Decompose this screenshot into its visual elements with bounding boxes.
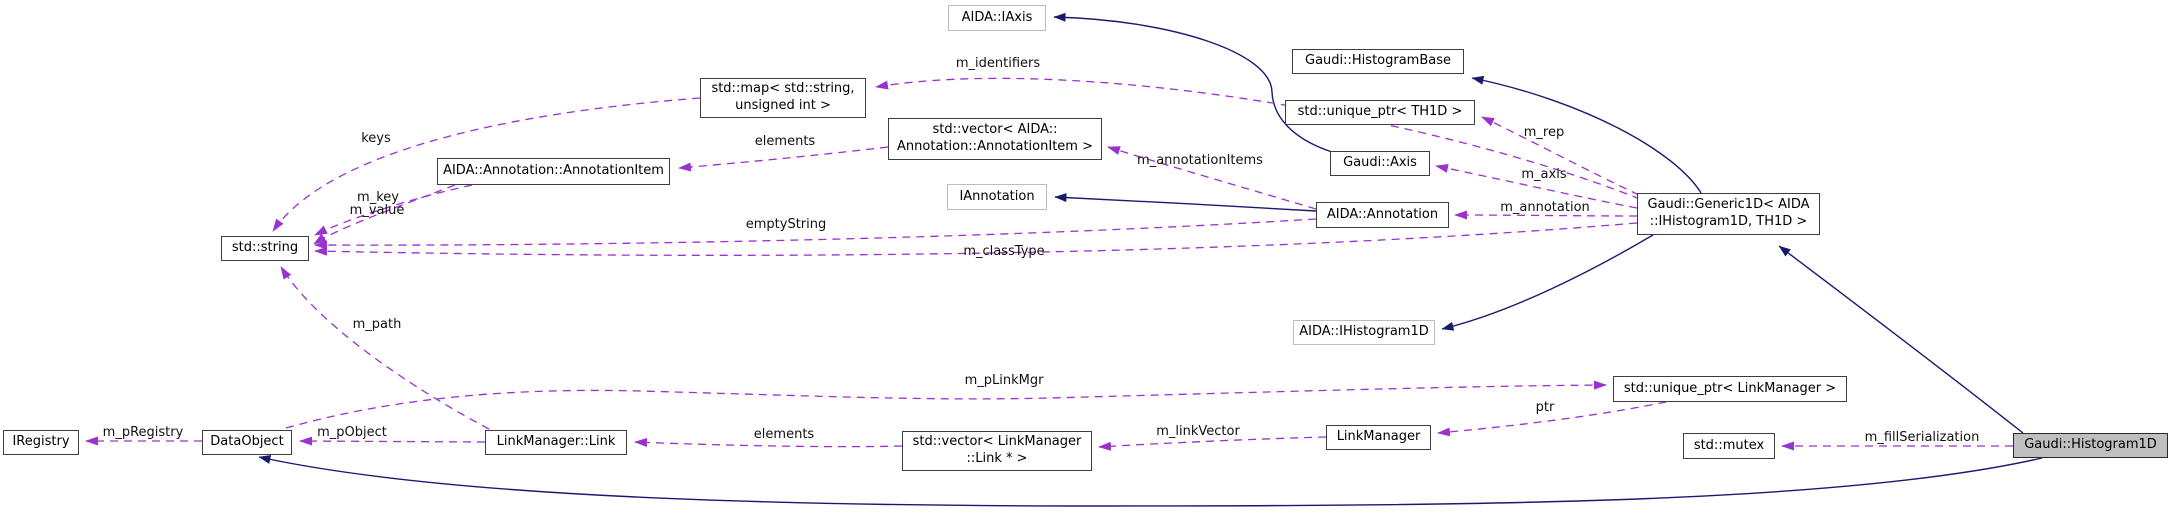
edge-histogram1d-to-generic1d: [1778, 245, 2024, 434]
edge-label-m-annotationitems: m_annotationItems: [1137, 152, 1263, 168]
edge-m-path: [280, 266, 490, 430]
node-label: AIDA::IHistogram1D: [1299, 324, 1429, 340]
edge-m-annotation: [1454, 210, 1638, 220]
node-std-string[interactable]: std::string: [221, 236, 309, 261]
edge-label-m-linkvector: m_linkVector: [1156, 423, 1240, 439]
node-label: AIDA::Annotation::AnnotationItem: [443, 163, 664, 179]
edge-label-m-rep: m_rep: [1523, 124, 1565, 140]
node-label: AIDA::IAxis: [961, 9, 1033, 25]
edge-m-axis: [1435, 163, 1638, 209]
node-label: IRegistry: [12, 434, 70, 450]
node-label: std::map< std::string, unsigned int >: [711, 81, 855, 113]
node-std-unique-ptr-linkmanager[interactable]: std::unique_ptr< LinkManager >: [1613, 376, 1847, 402]
edge-keys: [272, 97, 701, 232]
edge-label-emptystring: emptyString: [745, 216, 827, 232]
node-label: std::vector< LinkManager ::Link * >: [912, 434, 1082, 466]
edge-label-m-annotation: m_annotation: [1500, 199, 1590, 215]
node-gaudi-axis[interactable]: Gaudi::Axis: [1330, 151, 1430, 176]
node-label: LinkManager::Link: [496, 434, 616, 450]
node-iannotation: IAnnotation: [947, 184, 1047, 210]
edge-histogram1d-to-dataobject: [258, 455, 2043, 507]
edge-m-plinkmgr: [285, 380, 1607, 429]
node-linkmanager[interactable]: LinkManager: [1326, 425, 1431, 450]
edge-m-identifiers: [875, 77, 1641, 200]
node-aida-ihistogram1d: AIDA::IHistogram1D: [1293, 320, 1435, 345]
edge-m-annotationitems: [1107, 146, 1317, 210]
node-gaudi-histogrambase[interactable]: Gaudi::HistogramBase: [1292, 49, 1464, 74]
edge-label-elements-bottom: elements: [753, 426, 815, 442]
edge-ptr: [1437, 401, 1667, 437]
edge-label-m-path: m_path: [352, 316, 402, 332]
node-dataobject[interactable]: DataObject: [202, 430, 292, 455]
edge-label-m-identifiers: m_identifiers: [955, 55, 1041, 71]
node-label: std::unique_ptr< LinkManager >: [1623, 380, 1837, 396]
edge-m-value: [313, 184, 456, 245]
edge-label-ptr: ptr: [1535, 399, 1555, 415]
node-iregistry[interactable]: IRegistry: [3, 430, 79, 455]
edge-m-linkvector: [1098, 436, 1327, 451]
node-label: std::string: [231, 240, 299, 256]
node-aida-annotation[interactable]: AIDA::Annotation: [1316, 202, 1449, 228]
edge-m-rep: [1481, 116, 1640, 196]
edge-label-m-value: m_value: [349, 202, 405, 218]
node-std-mutex[interactable]: std::mutex: [1683, 433, 1775, 459]
edge-m-classtype: [314, 222, 1638, 256]
node-label: Gaudi::Generic1D< AIDA ::IHistogram1D, T…: [1647, 197, 1810, 229]
edge-generic1d-to-histogrambase: [1471, 75, 1702, 194]
node-label: std::vector< AIDA:: Annotation::Annotati…: [897, 122, 1093, 154]
edge-label-m-axis: m_axis: [1521, 166, 1567, 182]
node-std-vector-link[interactable]: std::vector< LinkManager ::Link * >: [902, 431, 1092, 471]
edge-label-m-pregistry: m_pRegistry: [102, 424, 184, 440]
node-std-unique-ptr-th1d[interactable]: std::unique_ptr< TH1D >: [1285, 100, 1475, 125]
node-linkmanager-link[interactable]: LinkManager::Link: [485, 430, 627, 455]
node-label: LinkManager: [1336, 429, 1421, 445]
node-label: IAnnotation: [959, 188, 1035, 204]
node-label: std::unique_ptr< TH1D >: [1297, 104, 1463, 120]
edge-label-m-classtype: m_classType: [963, 243, 1045, 259]
node-std-map[interactable]: std::map< std::string, unsigned int >: [700, 78, 866, 118]
node-label: AIDA::Annotation: [1326, 206, 1439, 222]
edge-label-elements-top: elements: [754, 133, 816, 149]
edge-elements-top: [678, 146, 889, 172]
edge-label-keys: keys: [361, 130, 391, 146]
node-gaudi-histogram1d: Gaudi::Histogram1D: [2013, 433, 2168, 458]
edge-gaudi-axis-to-iaxis: [1053, 12, 1333, 153]
edge-annotation-to-iannotation: [1054, 193, 1317, 212]
node-label: std::mutex: [1693, 437, 1765, 453]
edge-label-m-pobject: m_pObject: [317, 424, 387, 440]
node-aida-iaxis: AIDA::IAxis: [948, 5, 1046, 31]
edge-elements-bottom: [634, 437, 903, 448]
node-label: Gaudi::HistogramBase: [1305, 53, 1451, 69]
node-gaudi-generic1d[interactable]: Gaudi::Generic1D< AIDA ::IHistogram1D, T…: [1637, 193, 1820, 235]
edge-label-m-key: m_key: [357, 189, 399, 205]
edge-m-pobject: [299, 436, 486, 446]
node-std-vector-annotationitem[interactable]: std::vector< AIDA:: Annotation::Annotati…: [888, 118, 1102, 160]
edge-label-m-fillserialization: m_fillSerialization: [1864, 429, 1980, 445]
edge-generic1d-to-ihistogram1d: [1441, 234, 1654, 331]
edge-emptystring: [314, 218, 1317, 250]
node-label: DataObject: [210, 434, 284, 450]
node-aida-annotation-annotationitem[interactable]: AIDA::Annotation::AnnotationItem: [437, 158, 670, 185]
node-label: Gaudi::Histogram1D: [2024, 437, 2157, 453]
edge-label-m-plinkmgr: m_pLinkMgr: [964, 372, 1044, 388]
node-label: Gaudi::Axis: [1343, 155, 1417, 171]
